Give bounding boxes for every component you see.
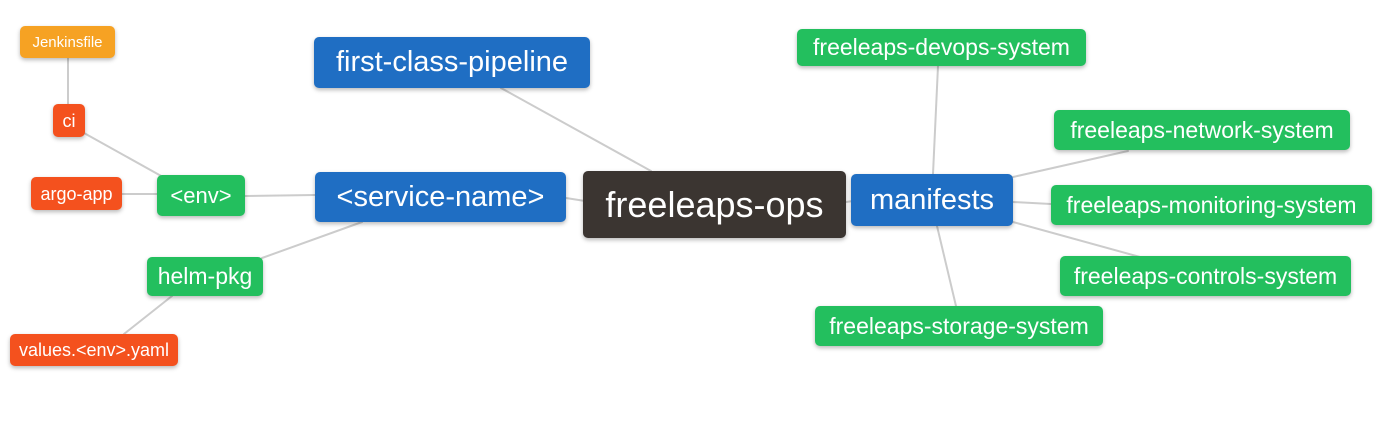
node-freeleaps-storage-system[interactable]: freeleaps-storage-system (815, 306, 1103, 346)
node-freeleaps-network-system[interactable]: freeleaps-network-system (1054, 110, 1350, 150)
node-jenkinsfile[interactable]: Jenkinsfile (20, 26, 115, 58)
edge-manifests--freeleaps-devops-system (932, 65, 939, 175)
edge-manifests--freeleaps-storage-system (936, 225, 957, 307)
node-ci[interactable]: ci (53, 104, 85, 137)
edge-first-class-pipeline--freeleaps-ops (500, 87, 652, 172)
edge-manifests--freeleaps-controls-system (1012, 221, 1141, 258)
edge-manifests--freeleaps-monitoring-system (1012, 201, 1052, 205)
node-service-name[interactable]: <service-name> (315, 172, 566, 222)
node-freeleaps-devops-system[interactable]: freeleaps-devops-system (797, 29, 1086, 66)
edge-manifests--freeleaps-network-system (1012, 150, 1129, 178)
edge-env--service-name (244, 194, 316, 197)
node-first-class-pipeline[interactable]: first-class-pipeline (314, 37, 590, 88)
node-env[interactable]: <env> (157, 175, 245, 216)
edge-service-name--freeleaps-ops (565, 197, 586, 202)
node-manifests[interactable]: manifests (851, 174, 1013, 226)
node-freeleaps-controls-system[interactable]: freeleaps-controls-system (1060, 256, 1351, 296)
node-freeleaps-monitoring-system[interactable]: freeleaps-monitoring-system (1051, 185, 1372, 225)
node-helm-pkg[interactable]: helm-pkg (147, 257, 263, 296)
node-freeleaps-ops[interactable]: freeleaps-ops (583, 171, 846, 238)
edge-helm-pkg--values-env-yaml (123, 295, 173, 335)
edge-service-name--helm-pkg (261, 221, 363, 259)
node-argo-app[interactable]: argo-app (31, 177, 122, 210)
edge-ci--env (83, 132, 164, 178)
node-values-env-yaml[interactable]: values.<env>.yaml (10, 334, 178, 366)
